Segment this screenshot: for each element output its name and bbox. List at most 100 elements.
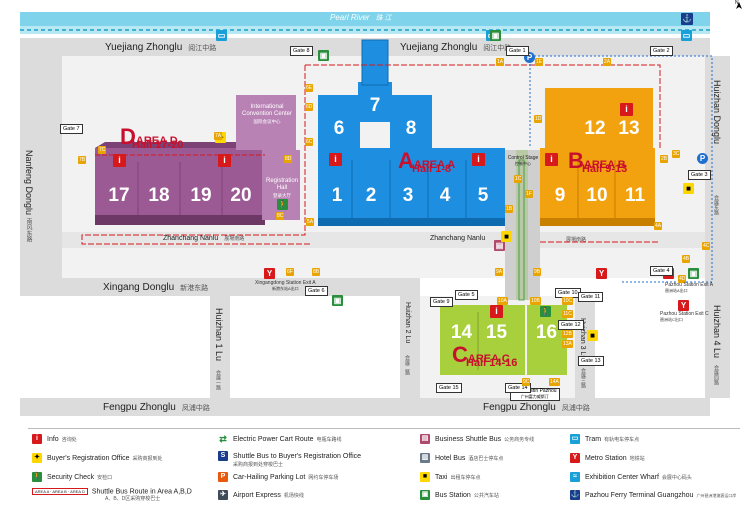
road-label-nanfeng-cn: 南风东路: [25, 218, 31, 242]
info-icon-c[interactable]: i: [490, 305, 503, 318]
stop-4c[interactable]: 4C: [702, 242, 711, 250]
gate-2[interactable]: Gate 2: [650, 46, 673, 56]
hall-9[interactable]: 9: [554, 185, 566, 206]
stop-2b[interactable]: 2B: [660, 155, 669, 163]
stop-8c[interactable]: 8C: [276, 212, 285, 220]
stop-1e[interactable]: 1E: [535, 58, 544, 66]
icc-building: [236, 95, 296, 150]
bus-icon-2: ▣: [490, 30, 501, 41]
stop-4a[interactable]: 4A: [654, 222, 663, 230]
hall-3[interactable]: 3: [402, 185, 414, 206]
hall-6[interactable]: 6: [333, 118, 345, 139]
gate-14[interactable]: Gate 14: [505, 383, 531, 393]
gate-5[interactable]: Gate 5: [455, 290, 478, 300]
stop-12b[interactable]: 12B: [562, 330, 573, 338]
hall-1[interactable]: 1: [331, 185, 343, 206]
gate-12[interactable]: Gate 12: [558, 320, 584, 330]
stop-9c[interactable]: 9C: [522, 378, 531, 386]
stop-1b[interactable]: 1B: [505, 205, 514, 213]
hall-15[interactable]: 15: [485, 322, 508, 343]
stop-1d[interactable]: 1D: [534, 115, 543, 123]
stop-2a[interactable]: 2A: [603, 58, 612, 66]
info-icon-b1[interactable]: i: [545, 153, 558, 166]
area-a-body: [318, 148, 505, 225]
road-label-huizhan1: Huizhan 1 Lu: [214, 308, 224, 362]
hall-2[interactable]: 2: [365, 185, 377, 206]
hall-11[interactable]: 11: [624, 185, 646, 206]
stop-6e[interactable]: 6E: [305, 84, 314, 92]
hall-10[interactable]: 10: [586, 185, 608, 206]
stop-10a[interactable]: 10A: [497, 297, 508, 305]
info-icon-b2[interactable]: i: [620, 103, 633, 116]
stop-14a[interactable]: 14A: [549, 378, 560, 386]
metro-icon-1: Y: [264, 268, 275, 279]
hall-19[interactable]: 19: [190, 185, 212, 206]
gate-1[interactable]: Gate 1: [506, 46, 529, 56]
hall-16[interactable]: 16: [535, 322, 558, 343]
stop-13a[interactable]: 13A: [562, 340, 573, 348]
stop-4d[interactable]: 4D: [678, 275, 687, 283]
wharf-icon: ≈: [570, 472, 580, 482]
road-label-huizhan4: Huizhan 4 Lu: [712, 305, 722, 359]
road-huizhan4: [705, 296, 730, 398]
stop-8b[interactable]: 8B: [312, 268, 321, 276]
info-icon-d2[interactable]: i: [218, 154, 231, 167]
hall-8[interactable]: 8: [405, 118, 417, 139]
stop-1c[interactable]: 1C: [514, 175, 523, 183]
gate-3[interactable]: Gate 3: [688, 170, 711, 180]
stop-3c[interactable]: 3C: [672, 150, 681, 158]
stop-6d[interactable]: 6D: [305, 103, 314, 111]
gate-8[interactable]: Gate 8: [290, 46, 313, 56]
bus-station-icon: ▣: [420, 490, 430, 500]
stop-4b[interactable]: 4B: [682, 255, 691, 263]
stop-6f[interactable]: 6F: [286, 268, 294, 276]
stop-8d[interactable]: 8D: [284, 155, 293, 163]
stop-9b[interactable]: 9B: [533, 268, 542, 276]
hall-18[interactable]: 18: [148, 185, 170, 206]
road-nanfeng: [20, 56, 62, 278]
gate-15[interactable]: Gate 15: [436, 383, 462, 393]
gate-9[interactable]: Gate 9: [430, 297, 453, 307]
gate-4[interactable]: Gate 4: [650, 266, 673, 276]
info-icon-a1[interactable]: i: [329, 153, 342, 166]
bus-icon-1: ▣: [318, 50, 329, 61]
area-b-title: BAREA B Hall 9-13: [568, 148, 628, 175]
stop-7c[interactable]: 7C: [98, 146, 107, 154]
stop-5a[interactable]: 5A: [306, 218, 315, 226]
legend-border: [28, 428, 740, 511]
gate-6[interactable]: Gate 6: [305, 286, 328, 296]
hall-14[interactable]: 14: [450, 322, 473, 343]
bus-icon-4: ▣: [688, 268, 699, 279]
hall-5[interactable]: 5: [477, 185, 489, 206]
hall-4[interactable]: 4: [439, 185, 451, 206]
info-icon-d[interactable]: i: [113, 154, 126, 167]
stop-10b[interactable]: 10B: [530, 297, 541, 305]
area-d-title: DAREA D Hall 17-20: [120, 124, 184, 151]
hall-12[interactable]: 12: [584, 118, 606, 139]
stop-10c[interactable]: 10C: [562, 297, 574, 305]
stop-11c[interactable]: 11C: [562, 310, 573, 318]
hall-13[interactable]: 13: [618, 118, 640, 139]
stop-7b[interactable]: 7B: [78, 156, 87, 164]
road-label-huizhan2: Huizhan 2 Lu: [404, 302, 411, 344]
stop-9a[interactable]: 9A: [495, 268, 504, 276]
stop-6c[interactable]: 6C: [305, 138, 314, 146]
info-icon-a2[interactable]: i: [472, 153, 485, 166]
hall-7[interactable]: 7: [369, 95, 381, 116]
stop-1f[interactable]: 1F: [525, 190, 533, 198]
stop-7a[interactable]: 7A: [214, 132, 223, 140]
road-label-zhanchang-east: 展場南路: [566, 237, 587, 243]
hall-20[interactable]: 20: [230, 185, 252, 206]
gate-13[interactable]: Gate 13: [578, 356, 604, 366]
gate-11[interactable]: Gate 11: [578, 292, 604, 302]
stop-1a[interactable]: 1A: [496, 58, 505, 66]
gate-7[interactable]: Gate 7: [60, 124, 83, 134]
hall-17[interactable]: 17: [108, 185, 130, 206]
